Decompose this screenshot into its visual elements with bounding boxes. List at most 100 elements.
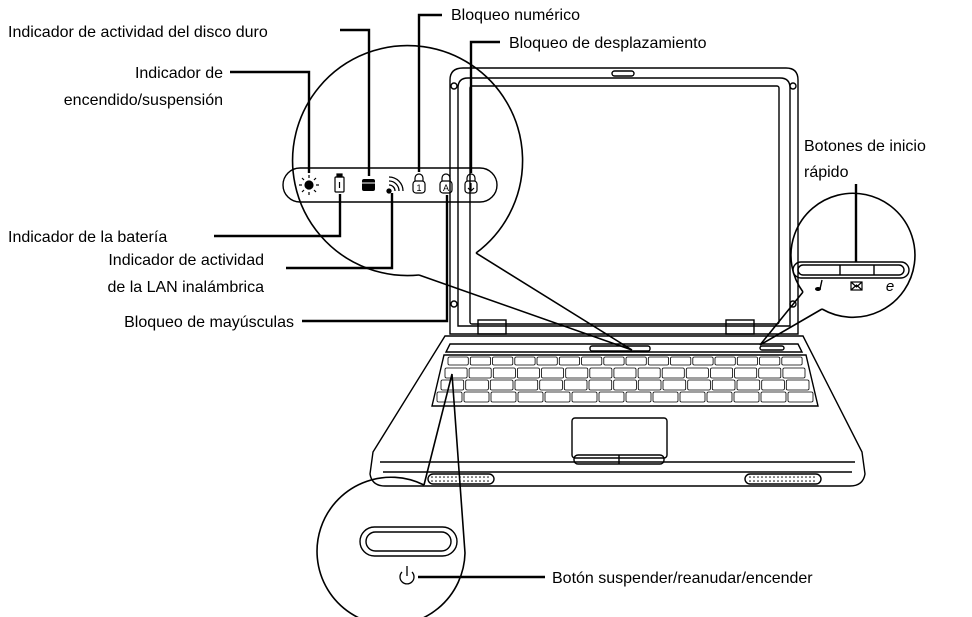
quick-launch-callout bbox=[759, 192, 916, 346]
speaker-hole bbox=[769, 476, 771, 478]
label-power-button: Botón suspender/reanudar/encender bbox=[552, 570, 813, 587]
speaker-hole bbox=[455, 476, 457, 478]
speaker-hole bbox=[785, 480, 787, 482]
label-power-indicator-line2: encendido/suspensión bbox=[64, 92, 223, 109]
mail-icon bbox=[850, 281, 863, 291]
label-num-lock: Bloqueo numérico bbox=[451, 7, 580, 24]
power-button-callout bbox=[316, 373, 466, 617]
speaker-hole bbox=[777, 480, 779, 482]
speaker-hole bbox=[765, 476, 767, 478]
sun-icon bbox=[299, 175, 319, 195]
keyboard-key bbox=[761, 379, 785, 391]
keyboard-key bbox=[492, 356, 514, 366]
speaker-hole bbox=[773, 480, 775, 482]
power-icon bbox=[399, 566, 415, 585]
keyboard-key bbox=[736, 379, 761, 391]
keyboard-key bbox=[782, 367, 806, 379]
speaker-hole bbox=[793, 480, 795, 482]
keyboard-key bbox=[785, 379, 810, 391]
speaker-hole bbox=[447, 480, 449, 482]
speaker-hole bbox=[443, 476, 445, 478]
speaker-hole bbox=[785, 476, 787, 478]
speaker-hole bbox=[809, 476, 811, 478]
label-quick-launch-line1: Botones de inicio bbox=[804, 138, 926, 155]
keyboard-key bbox=[558, 356, 580, 366]
keyboard-key bbox=[571, 391, 598, 403]
keyboard-key bbox=[714, 356, 736, 366]
speaker-hole bbox=[749, 480, 751, 482]
speaker-hole bbox=[455, 480, 457, 482]
keyboard-key bbox=[787, 391, 814, 403]
keyboard-key bbox=[706, 391, 733, 403]
keyboard-key bbox=[490, 391, 517, 403]
speaker-hole bbox=[431, 480, 433, 482]
speaker-hole bbox=[451, 480, 453, 482]
keyboard-key bbox=[444, 367, 468, 379]
keyboard-key bbox=[759, 356, 781, 366]
scroll-lock-icon bbox=[464, 173, 478, 194]
keyboard-key bbox=[469, 356, 491, 366]
keyboard-key bbox=[652, 391, 679, 403]
speaker-hole bbox=[431, 476, 433, 478]
speaker-hole bbox=[439, 476, 441, 478]
speaker-hole bbox=[463, 476, 465, 478]
keyboard-key bbox=[711, 379, 736, 391]
keyboard-key bbox=[463, 391, 490, 403]
speaker-hole bbox=[471, 476, 473, 478]
speaker-hole bbox=[487, 476, 489, 478]
keyboard-key bbox=[589, 367, 613, 379]
speaker-hole bbox=[805, 480, 807, 482]
keyboard-key bbox=[758, 367, 782, 379]
keyboard bbox=[436, 356, 814, 403]
speaker-hole bbox=[813, 480, 815, 482]
label-quick-launch-line2: rápido bbox=[804, 164, 849, 181]
speaker-hole bbox=[797, 480, 799, 482]
indicator-callout bbox=[282, 44, 633, 351]
keyboard-key bbox=[736, 356, 758, 366]
disk-icon bbox=[362, 179, 375, 191]
label-power-indicator-line1: Indicador de bbox=[135, 65, 223, 82]
speaker-hole bbox=[487, 480, 489, 482]
speaker-hole bbox=[475, 476, 477, 478]
keyboard-key bbox=[625, 391, 652, 403]
keyboard-key bbox=[625, 356, 647, 366]
keyboard-key bbox=[781, 356, 803, 366]
speaker-hole bbox=[797, 476, 799, 478]
speaker-hole bbox=[801, 480, 803, 482]
speaker-hole bbox=[467, 476, 469, 478]
keyboard-key bbox=[563, 379, 588, 391]
speaker-hole bbox=[773, 476, 775, 478]
speaker-hole bbox=[753, 480, 755, 482]
speaker-hole bbox=[467, 480, 469, 482]
keyboard-key bbox=[685, 367, 709, 379]
leader-lines bbox=[214, 13, 858, 579]
keyboard-key bbox=[517, 391, 544, 403]
speaker-hole bbox=[443, 480, 445, 482]
speaker-hole bbox=[813, 476, 815, 478]
speaker-hole bbox=[761, 480, 763, 482]
speaker-hole bbox=[483, 476, 485, 478]
speaker-hole bbox=[805, 476, 807, 478]
label-wlan-indicator-line1: Indicador de actividad bbox=[108, 252, 264, 269]
keyboard-key bbox=[613, 367, 637, 379]
speaker-hole bbox=[479, 476, 481, 478]
speaker-hole bbox=[463, 480, 465, 482]
keyboard-key bbox=[662, 379, 687, 391]
keyboard-key bbox=[733, 391, 760, 403]
keyboard-key bbox=[734, 367, 758, 379]
keyboard-key bbox=[468, 367, 492, 379]
keyboard-key bbox=[613, 379, 637, 391]
speaker-hole bbox=[451, 476, 453, 478]
num-lock-glyph: 1 bbox=[416, 183, 421, 193]
keyboard-key bbox=[637, 379, 662, 391]
speaker-hole bbox=[471, 480, 473, 482]
music-note-icon bbox=[815, 279, 823, 291]
label-hdd-indicator: Indicador de actividad del disco duro bbox=[8, 24, 268, 41]
caps-lock-glyph: A bbox=[443, 183, 449, 193]
keyboard-key bbox=[514, 379, 539, 391]
num-lock-icon: 1 bbox=[412, 173, 426, 194]
speaker-hole bbox=[781, 476, 783, 478]
caps-lock-icon: A bbox=[439, 173, 453, 194]
keyboard-key bbox=[565, 367, 589, 379]
speaker-hole bbox=[789, 476, 791, 478]
